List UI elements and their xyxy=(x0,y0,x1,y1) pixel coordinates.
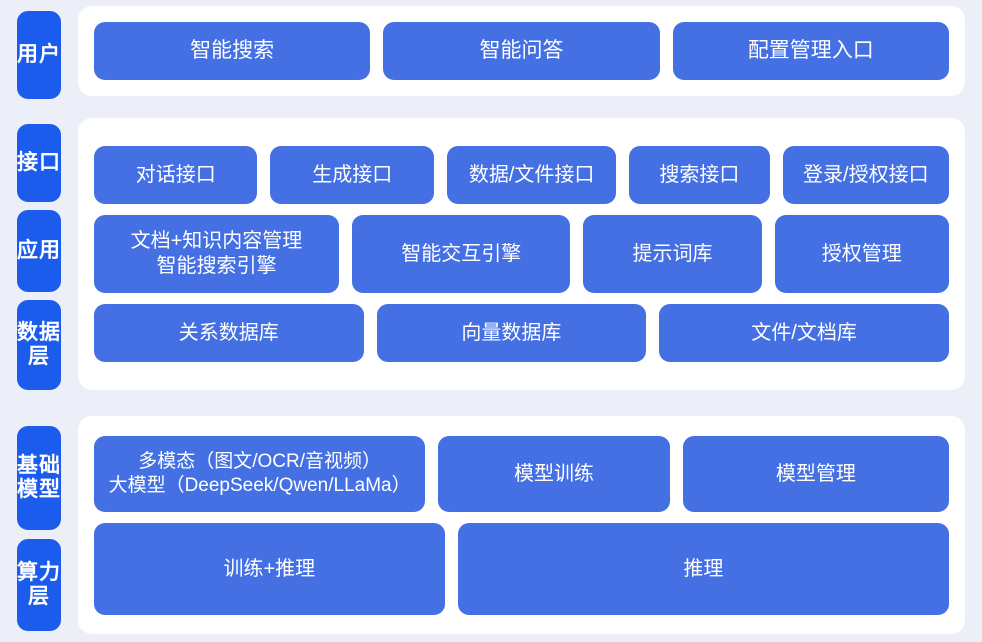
tab-application[interactable]: 应用 xyxy=(17,210,61,292)
box-prompt-library[interactable]: 提示词库 xyxy=(583,215,762,293)
box-relational-database[interactable]: 关系数据库 xyxy=(94,304,364,362)
box-intelligent-search[interactable]: 智能搜索 xyxy=(94,22,371,80)
band-user-tabs: 用户 xyxy=(0,6,78,104)
box-login-auth-interface[interactable]: 登录/授权接口 xyxy=(782,146,949,204)
box-authorization-management[interactable]: 授权管理 xyxy=(774,215,949,293)
band-base-tabs: 基础模型 算力层 xyxy=(0,416,78,638)
box-data-file-interface[interactable]: 数据/文件接口 xyxy=(446,146,617,204)
card-user: 智能搜索 智能问答 配置管理入口 xyxy=(78,6,965,96)
box-generation-interface[interactable]: 生成接口 xyxy=(270,146,434,204)
row-application: 文档+知识内容管理 智能搜索引擎 智能交互引擎 提示词库 授权管理 xyxy=(94,215,949,293)
box-file-document-repository[interactable]: 文件/文档库 xyxy=(659,304,950,362)
box-config-management-entry[interactable]: 配置管理入口 xyxy=(672,22,949,80)
row-model: 多模态（图文/OCR/音视频） 大模型（DeepSeek/Qwen/LLaMa）… xyxy=(94,435,950,512)
row-data: 关系数据库 向量数据库 文件/文档库 xyxy=(94,304,950,362)
box-document-knowledge-management[interactable]: 文档+知识内容管理 智能搜索引擎 xyxy=(94,215,339,293)
row-interface: 对话接口 生成接口 数据/文件接口 搜索接口 登录/授权接口 xyxy=(94,146,949,204)
box-dialog-interface[interactable]: 对话接口 xyxy=(94,146,258,204)
tab-foundation-model[interactable]: 基础模型 xyxy=(17,426,61,530)
box-multimodal-large-model[interactable]: 多模态（图文/OCR/音视频） 大模型（DeepSeek/Qwen/LLaMa） xyxy=(94,435,426,512)
band-user: 用户 智能搜索 智能问答 配置管理入口 xyxy=(0,6,982,104)
box-intelligent-qa[interactable]: 智能问答 xyxy=(383,22,660,80)
row-user: 智能搜索 智能问答 配置管理入口 xyxy=(94,22,949,80)
box-search-interface[interactable]: 搜索接口 xyxy=(629,146,770,204)
box-training-plus-inference[interactable]: 训练+推理 xyxy=(94,522,445,615)
tab-interface[interactable]: 接口 xyxy=(17,124,61,202)
tab-user[interactable]: 用户 xyxy=(17,11,61,99)
row-power: 训练+推理 推理 xyxy=(94,522,949,615)
box-model-management[interactable]: 模型管理 xyxy=(682,435,950,512)
band-middle-tabs: 接口 应用 数据层 xyxy=(0,118,78,394)
tab-compute-layer[interactable]: 算力层 xyxy=(17,539,61,631)
card-middle: 对话接口 生成接口 数据/文件接口 搜索接口 登录/授权接口 文档+知识内容管理… xyxy=(78,118,965,390)
tab-data-layer[interactable]: 数据层 xyxy=(17,300,61,390)
box-intelligent-interaction-engine[interactable]: 智能交互引擎 xyxy=(351,215,571,293)
box-model-training[interactable]: 模型训练 xyxy=(438,435,670,512)
box-vector-database[interactable]: 向量数据库 xyxy=(376,304,647,362)
card-base: 多模态（图文/OCR/音视频） 大模型（DeepSeek/Qwen/LLaMa）… xyxy=(78,416,965,634)
box-inference[interactable]: 推理 xyxy=(457,522,949,615)
band-middle: 接口 应用 数据层 对话接口 生成接口 数据/文件接口 搜索接口 登录/授权接口… xyxy=(0,118,982,394)
band-base: 基础模型 算力层 多模态（图文/OCR/音视频） 大模型（DeepSeek/Qw… xyxy=(0,416,982,638)
